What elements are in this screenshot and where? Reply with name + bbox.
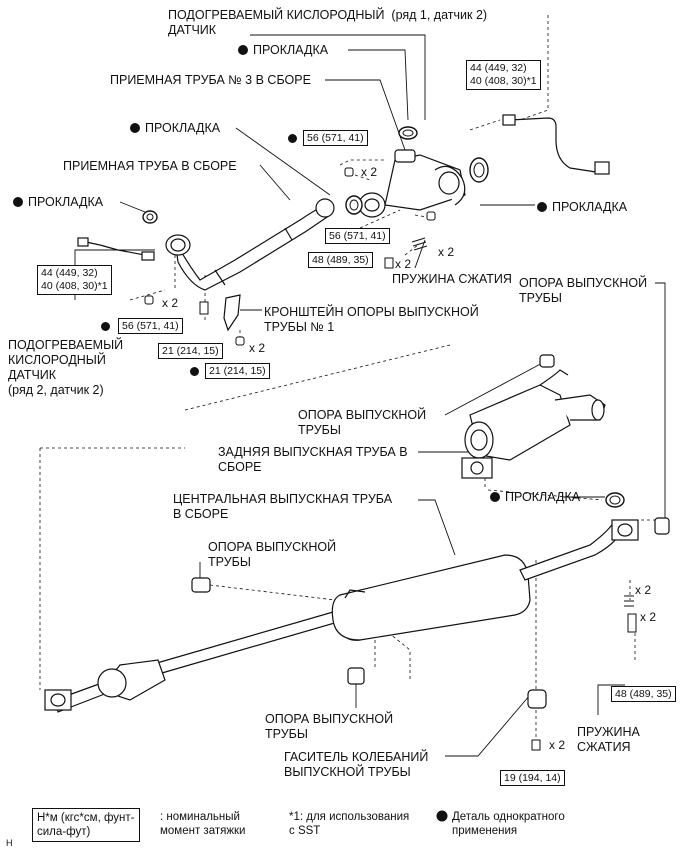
bracket-no1-shape bbox=[223, 294, 241, 332]
label-gasket-right: ПРОКЛАДКА bbox=[537, 200, 627, 215]
leader-support-right bbox=[655, 282, 666, 520]
tail-pipe-shape bbox=[461, 369, 606, 479]
single-use-marker bbox=[13, 197, 23, 207]
torque-48-top: 48 (489, 35) bbox=[308, 252, 373, 268]
label-spring-bottom: ПРУЖИНА СЖАТИЯ bbox=[577, 725, 640, 754]
multiplier-7: x 2 bbox=[640, 610, 657, 624]
torque-o2-top: 44 (449, 32) 40 (408, 30)*1 bbox=[466, 60, 541, 90]
single-use-marker bbox=[101, 322, 110, 331]
label-gasket-rear: ПРОКЛАДКА bbox=[490, 490, 580, 505]
o2-sensor-left bbox=[77, 237, 155, 261]
multiplier-3: x 2 bbox=[438, 245, 455, 259]
single-use-marker bbox=[130, 123, 140, 133]
multiplier-1: x 2 bbox=[361, 165, 378, 179]
o2-sensor-top bbox=[502, 114, 610, 175]
label-tail-pipe: ЗАДНЯЯ ВЫПУСКНАЯ ТРУБА В СБОРЕ bbox=[218, 445, 408, 474]
label-center-pipe: ЦЕНТРАЛЬНАЯ ВЫПУСКНАЯ ТРУБА В СБОРЕ bbox=[173, 492, 393, 521]
label-support-bottom: ОПОРА ВЫПУСКНОЙ ТРУБЫ bbox=[265, 712, 394, 741]
single-use-marker bbox=[238, 45, 248, 55]
center-pipe-shape bbox=[44, 519, 639, 713]
single-use-dot bbox=[436, 810, 448, 822]
label-gasket-left: ПРОКЛАДКА bbox=[13, 195, 103, 210]
label-bracket-no1: КРОНШТЕЙН ОПОРЫ ВЫПУСКНОЙ ТРУБЫ № 1 bbox=[264, 305, 479, 334]
leader-spring-bottom bbox=[597, 684, 625, 715]
label-damper: ГАСИТЕЛЬ КОЛЕБАНИЙ ВЫПУСКНОЙ ТРУБЫ bbox=[284, 750, 429, 779]
label-support-right: ОПОРА ВЫПУСКНОЙ ТРУБЫ bbox=[519, 276, 648, 305]
corner-mark: H bbox=[6, 838, 13, 848]
single-use-marker bbox=[490, 492, 500, 502]
multiplier-4: x 2 bbox=[162, 296, 179, 310]
torque-56-left: 56 (571, 41) bbox=[101, 318, 183, 334]
leader-support-mid bbox=[444, 359, 549, 416]
label-o2-sensor-top: ПОДОГРЕВАЕМЫЙ КИСЛОРОДНЫЙ (ряд 1, датчик… bbox=[168, 8, 488, 37]
label-o2-sensor-left: ПОДОГРЕВАЕМЫЙ КИСЛОРОДНЫЙ ДАТЧИК (ряд 2,… bbox=[8, 338, 124, 397]
front-pipe-3-shape bbox=[358, 149, 466, 218]
leader-front-pipe-3 bbox=[325, 79, 406, 151]
torque-21-b: 21 (214, 15) bbox=[190, 363, 270, 379]
multiplier-8: x 2 bbox=[549, 738, 566, 752]
leader-o2-top bbox=[250, 34, 426, 120]
leader-spring-top bbox=[414, 239, 426, 269]
single-use-marker bbox=[537, 202, 547, 212]
legend-unit-box: Н*м (кгс*см, фунт- сила-фут) bbox=[32, 808, 140, 842]
label-front-pipe: ПРИЕМНАЯ ТРУБА В СБОРЕ bbox=[63, 159, 237, 173]
single-use-marker bbox=[288, 134, 297, 143]
leader-gasket-left bbox=[119, 201, 146, 213]
leader-gasket-top bbox=[348, 49, 409, 121]
legend-single-use: Деталь однократного применения bbox=[452, 811, 565, 837]
multiplier-2: x 2 bbox=[395, 257, 412, 271]
label-spring-top: ПРУЖИНА СЖАТИЯ bbox=[392, 272, 512, 286]
label-gasket-top: ПРОКЛАДКА bbox=[238, 43, 328, 58]
leader-center-pipe bbox=[418, 499, 456, 556]
legend-unit-desc: : номинальный момент затяжки bbox=[160, 811, 246, 837]
torque-56-top: 56 (571, 41) bbox=[288, 130, 368, 146]
label-support-mid: ОПОРА ВЫПУСКНОЙ ТРУБЫ bbox=[298, 408, 427, 437]
torque-19: 19 (194, 14) bbox=[500, 770, 565, 786]
torque-21-a: 21 (214, 15) bbox=[158, 343, 223, 359]
torque-o2-left: 44 (449, 32) 40 (408, 30)*1 bbox=[37, 265, 112, 295]
torque-56-mid: 56 (571, 41) bbox=[325, 228, 390, 244]
front-pipe-shape bbox=[165, 198, 335, 291]
leader-front-pipe bbox=[259, 164, 291, 201]
legend-note-sst: *1: для использования с SST bbox=[289, 811, 410, 837]
single-use-marker bbox=[190, 367, 199, 376]
multiplier-5: x 2 bbox=[249, 341, 266, 355]
label-gasket-mid: ПРОКЛАДКА bbox=[130, 121, 220, 136]
leader-gasket-mid bbox=[235, 127, 331, 196]
label-front-pipe-3: ПРИЕМНАЯ ТРУБА № 3 В СБОРЕ bbox=[110, 73, 311, 87]
leader-damper bbox=[445, 694, 531, 757]
label-support-left: ОПОРА ВЫПУСКНОЙ ТРУБЫ bbox=[208, 540, 337, 569]
multiplier-6: x 2 bbox=[635, 583, 652, 597]
torque-48-bottom: 48 (489, 35) bbox=[611, 686, 676, 702]
